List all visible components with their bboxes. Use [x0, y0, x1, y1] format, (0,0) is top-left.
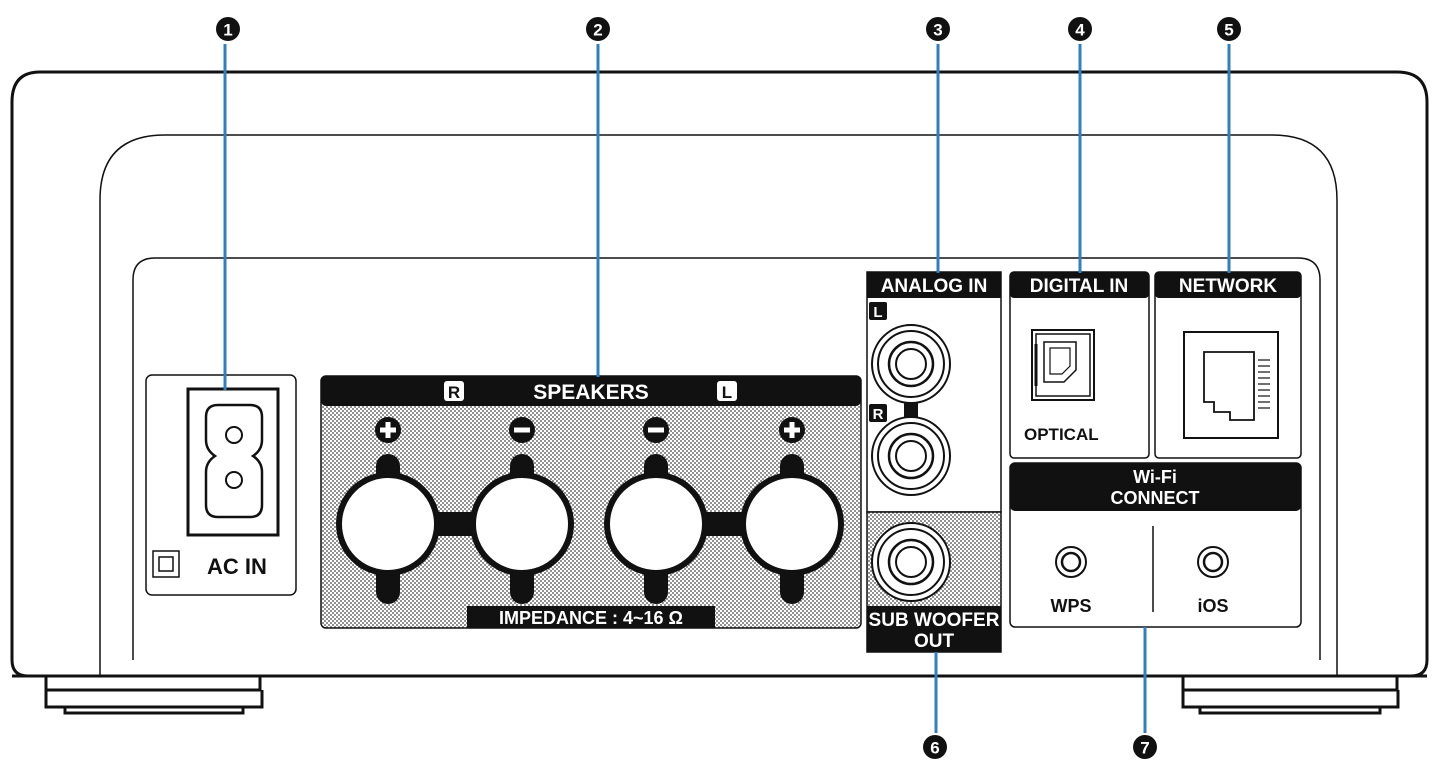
svg-text:5: 5: [1224, 21, 1233, 40]
callout-badge-1: 1: [216, 17, 240, 41]
speakers-section: R SPEAKERS L: [320, 375, 862, 629]
ac-inlet-socket[interactable]: [204, 403, 264, 519]
minus-icon: [643, 417, 669, 443]
plus-icon: [375, 417, 401, 443]
callout-badge-4: 4: [1068, 17, 1092, 41]
subwoofer-title-line2: OUT: [914, 631, 955, 652]
wifi-title-line2: CONNECT: [1111, 488, 1200, 508]
speakers-right-badge: [444, 381, 464, 401]
digital-in-section: DIGITAL IN OPTICAL: [1009, 271, 1150, 459]
subwoofer-section: SUB WOOFER OUT: [866, 511, 1002, 653]
analog-in-label-bar: [867, 272, 1001, 298]
minus-icon: [509, 417, 535, 443]
analog-right-badge-text: R: [873, 406, 884, 423]
subwoofer-title-line1: SUB WOOFER: [869, 610, 1000, 631]
connector-panel: [132, 257, 1321, 660]
plus-icon: [779, 417, 805, 443]
speaker-terminal-l-plus[interactable]: [740, 472, 844, 576]
speakers-left-badge: [717, 381, 737, 401]
optical-input-port[interactable]: [1031, 329, 1095, 401]
analog-in-section: ANALOG IN L R: [866, 271, 1002, 513]
digital-in-title: DIGITAL IN: [1030, 276, 1129, 297]
analog-left-badge: [869, 302, 887, 320]
network-section: NETWORK: [1154, 271, 1302, 459]
subwoofer-out-jack[interactable]: [871, 522, 951, 602]
ethernet-port[interactable]: [1183, 331, 1279, 439]
callout-badge-7: 7: [1133, 735, 1157, 759]
speaker-terminal-r-minus[interactable]: [470, 472, 574, 576]
network-title: NETWORK: [1179, 276, 1277, 297]
speaker-terminal-r-plus[interactable]: [336, 472, 440, 576]
analog-in-l-jack[interactable]: [871, 324, 951, 404]
analog-in-title: ANALOG IN: [881, 276, 988, 297]
optical-label: OPTICAL: [1024, 425, 1099, 444]
analog-in-r-jack[interactable]: [871, 416, 951, 496]
ios-label: iOS: [1197, 596, 1228, 616]
analog-left-badge-text: L: [873, 304, 882, 321]
right-foot: [1181, 690, 1400, 715]
speakers-right-badge-text: R: [448, 383, 460, 402]
leader-lines: [223, 44, 1231, 733]
left-foot: [44, 690, 264, 715]
svg-text:6: 6: [930, 739, 939, 758]
svg-text:2: 2: [593, 21, 602, 40]
ios-button[interactable]: [1197, 546, 1229, 578]
speakers-title: SPEAKERS: [533, 381, 649, 404]
speakers-left-badge-text: L: [722, 383, 732, 402]
ac-in-section: AC IN: [145, 374, 297, 596]
subwoofer-label-bar: [867, 606, 1001, 652]
impedance-label-bar: [467, 606, 715, 628]
svg-text:1: 1: [223, 21, 232, 40]
speaker-terminal-l-minus[interactable]: [604, 472, 708, 576]
callout-badge-3: 3: [926, 17, 950, 41]
wps-label: WPS: [1050, 596, 1091, 616]
callout-badge-6: 6: [923, 735, 947, 759]
analog-right-badge: [869, 404, 887, 422]
callout-badge-5: 5: [1217, 17, 1241, 41]
wifi-label-bar: [1010, 463, 1301, 511]
wps-button[interactable]: [1055, 546, 1087, 578]
svg-text:3: 3: [933, 21, 942, 40]
digital-in-label-bar: [1010, 272, 1149, 298]
svg-text:7: 7: [1140, 739, 1149, 758]
wifi-connect-section: Wi-Fi CONNECT WPS iOS: [1009, 462, 1302, 628]
inner-bezel: [99, 134, 1338, 676]
impedance-label: IMPEDANCE : 4~16 Ω: [499, 608, 683, 628]
wifi-title-line1: Wi-Fi: [1133, 467, 1177, 487]
network-label-bar: [1155, 272, 1301, 298]
callout-badge-2: 2: [586, 17, 610, 41]
svg-text:4: 4: [1075, 21, 1085, 40]
ac-in-label: AC IN: [207, 554, 267, 579]
